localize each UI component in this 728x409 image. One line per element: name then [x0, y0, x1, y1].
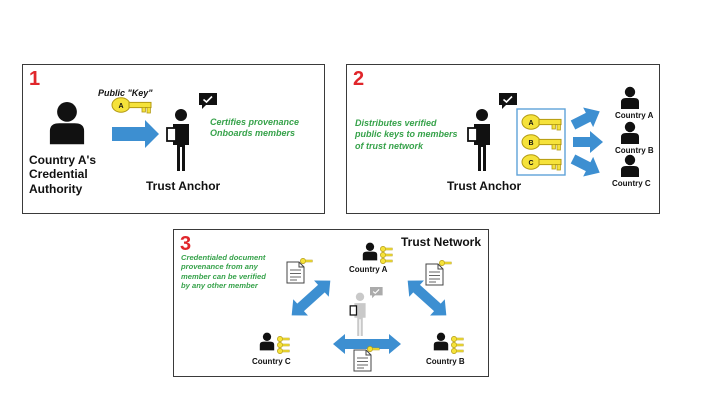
key-letter: B — [528, 140, 533, 147]
green-caption: Credentialed document provenance from an… — [181, 253, 266, 291]
document-icon-right — [425, 263, 444, 286]
document-icon-bottom — [353, 349, 372, 372]
double-arrow-a-b — [407, 280, 447, 316]
checkmark-bubble-icon — [198, 92, 218, 110]
panel-1-graphics: A — [49, 92, 218, 172]
green-caption-line: member can be verified — [181, 271, 266, 281]
public-key-label: Public "Key" — [98, 88, 153, 98]
arrow-right — [112, 120, 159, 148]
green-caption: Distributes verified public keys to memb… — [355, 118, 458, 152]
country-a-person-icon — [362, 242, 378, 261]
green-caption-line: by any other member — [181, 281, 258, 291]
country-a-label: Country A — [349, 265, 388, 274]
authority-label: Country A's Credential Authority — [29, 153, 96, 196]
trust-anchor-label: Trust Anchor — [447, 179, 522, 193]
green-caption-line: Certifies provenance — [210, 117, 300, 127]
country-a-label: Country A — [615, 111, 654, 120]
panel-3-graphics — [259, 242, 464, 372]
faint-bubble-icon — [369, 286, 384, 299]
double-arrow-c-b — [333, 334, 401, 354]
country-c-person-icon — [621, 154, 639, 177]
checkmark-bubble-icon — [498, 92, 518, 110]
country-c-label: Country C — [612, 179, 651, 188]
country-a-keys-icon — [380, 246, 393, 252]
green-caption: Certifies provenance Onboards members — [210, 117, 299, 140]
arrow-up-right — [570, 107, 600, 130]
panel-2: 2 A B C Distributes verified public keys… — [346, 64, 660, 214]
country-b-label: Country B — [426, 357, 465, 366]
country-c-keys-icon — [277, 336, 290, 342]
panel-3: 3 Trust Network C — [173, 229, 489, 377]
country-b-person-icon — [621, 121, 639, 144]
panel-number: 1 — [29, 68, 41, 90]
panel-number: 3 — [180, 233, 192, 255]
panel-2-graphics: A B C — [467, 86, 639, 177]
green-caption-line: Credentialed document — [181, 253, 266, 262]
panel-number: 2 — [353, 68, 365, 90]
key-letter: C — [528, 160, 533, 167]
country-b-label: Country B — [615, 146, 654, 155]
arrow-right — [573, 131, 603, 153]
green-caption-line: Distributes verified — [355, 118, 437, 128]
green-caption-line: Onboards members — [210, 128, 296, 139]
authority-label-line: Authority — [29, 181, 83, 196]
panel-1: 1 A Public "Key" Country A's Credential … — [22, 64, 325, 214]
arrow-down-right — [570, 154, 600, 177]
country-c-person-icon — [259, 332, 275, 351]
green-caption-line: of trust network — [355, 140, 424, 151]
authority-person-icon — [49, 102, 85, 145]
green-caption-line: public keys to members — [355, 129, 458, 140]
document-icon-left — [286, 261, 305, 284]
country-b-keys-icon — [451, 336, 464, 342]
double-arrow-c-a — [291, 280, 331, 316]
trust-anchor-faint-icon — [349, 291, 367, 337]
trust-anchor-figure-icon — [166, 108, 190, 172]
trust-network-title: Trust Network — [401, 235, 482, 249]
country-b-person-icon — [433, 332, 449, 351]
trust-anchor-figure-icon — [467, 108, 491, 172]
green-caption-line: provenance from any — [181, 262, 258, 272]
authority-label-line: Credential — [29, 167, 88, 182]
country-c-label: Country C — [252, 357, 291, 366]
trust-anchor-label: Trust Anchor — [146, 179, 221, 193]
public-key-letter: A — [118, 103, 123, 110]
authority-label-line: Country A's — [29, 153, 97, 167]
key-letter: A — [528, 120, 533, 127]
country-a-person-icon — [621, 86, 639, 109]
